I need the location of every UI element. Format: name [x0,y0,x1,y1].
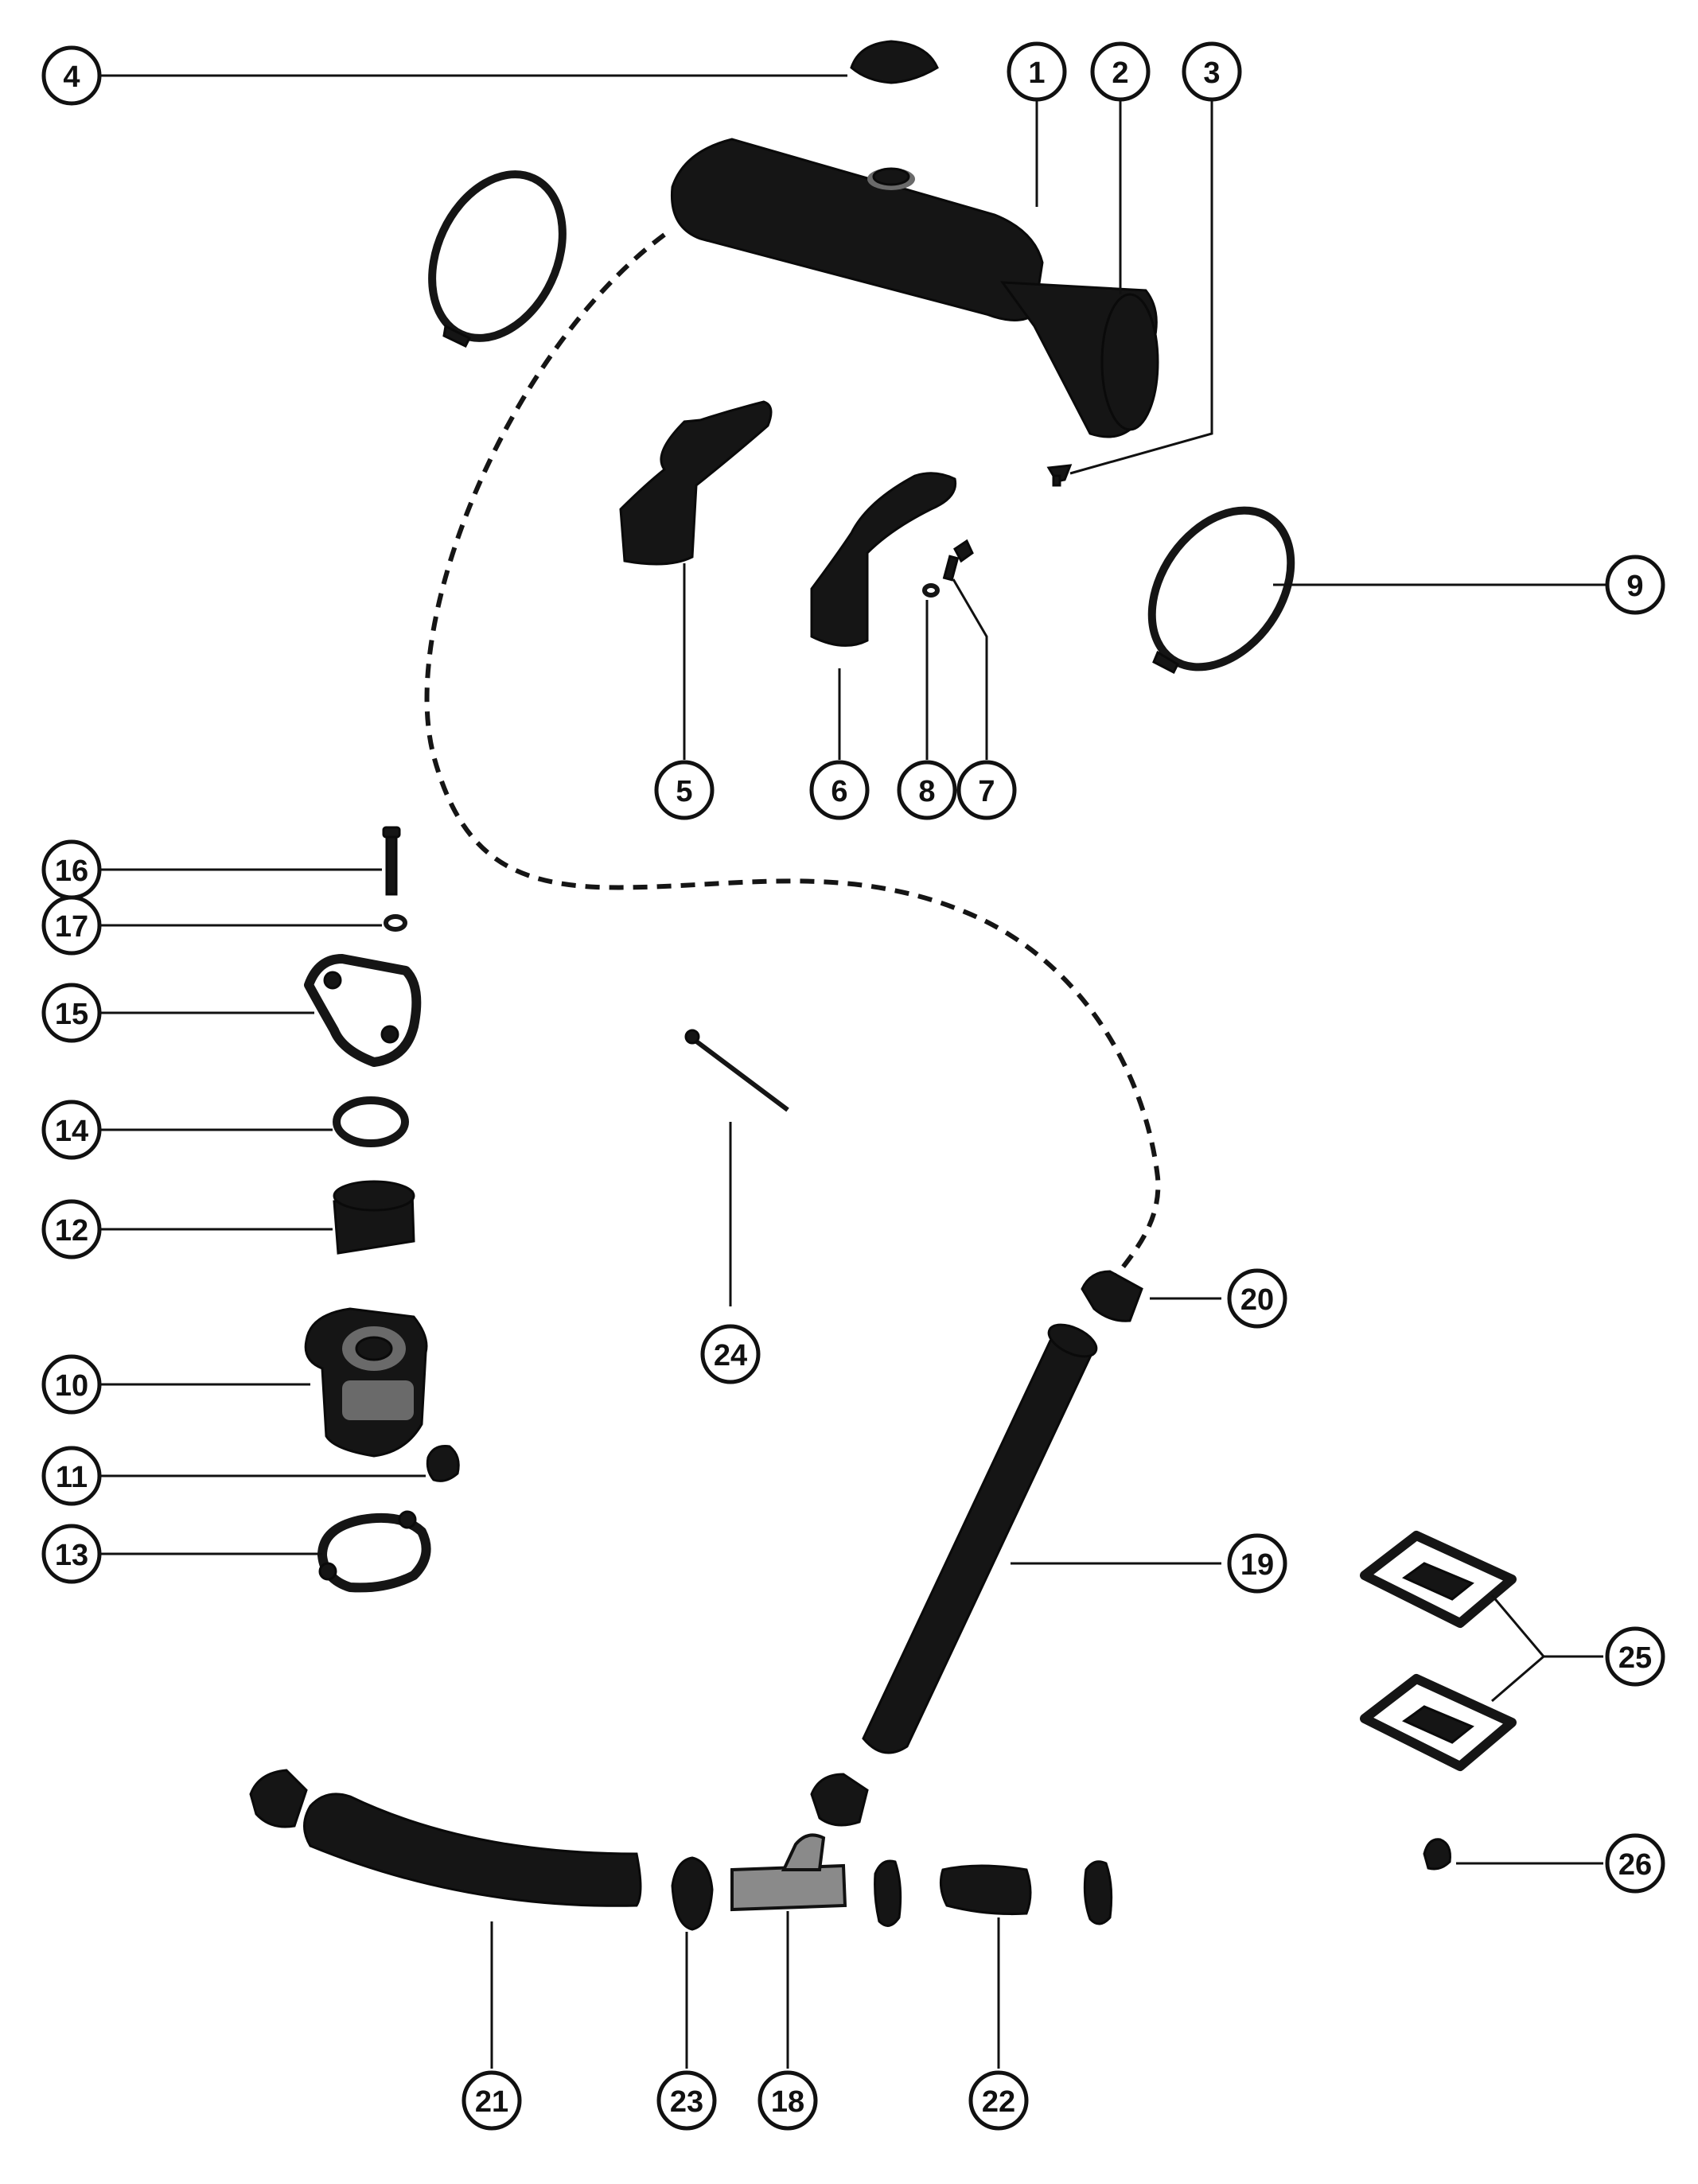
svg-text:19: 19 [1240,1548,1274,1582]
callout-15: 15 [41,983,102,1043]
hose-clamp-lower-mid [810,1773,869,1827]
callout-7: 7 [956,760,1017,820]
callout-14: 14 [41,1100,102,1160]
part-25-gaskets [1360,1531,1517,1771]
svg-text:25: 25 [1618,1641,1652,1675]
callout-21: 21 [461,2070,522,2131]
svg-text:13: 13 [55,1539,88,1572]
part-11-plug [426,1445,460,1482]
svg-text:14: 14 [55,1115,88,1148]
callout-24: 24 [700,1324,761,1384]
callout-8: 8 [897,760,957,820]
svg-text:16: 16 [55,855,88,888]
part-12-sleeve [333,1180,415,1255]
callout-23: 23 [656,2070,717,2131]
svg-text:21: 21 [475,2085,508,2119]
part-7-bolt [942,539,974,582]
svg-text:26: 26 [1618,1848,1652,1882]
part-21-hose [303,1793,642,1907]
hose-routing-dashed [424,232,1161,1291]
callout-22: 22 [968,2070,1029,2131]
callout-1: 1 [1007,41,1067,102]
svg-text:9: 9 [1626,570,1643,603]
part-16-bolt [382,826,401,896]
svg-text:24: 24 [714,1339,747,1372]
callout-16: 16 [41,839,102,900]
part-23-clamp [671,1856,714,1931]
svg-text:17: 17 [55,910,88,944]
part-22-hose [939,1864,1032,1916]
part-1-heat-exchanger [670,138,1044,321]
callout-17: 17 [41,895,102,956]
part-20-hose-end [1081,1270,1143,1322]
part-24-long-bolt [684,1029,789,1112]
callout-12: 12 [41,1199,102,1259]
part-5-bracket [619,400,773,566]
part-2-end-cap [999,281,1159,438]
svg-text:8: 8 [918,775,935,808]
svg-text:12: 12 [55,1214,88,1248]
svg-text:20: 20 [1240,1283,1274,1317]
callout-11: 11 [41,1446,102,1506]
part-17-washer [384,914,407,932]
part-4-cap [850,40,939,84]
callout-18: 18 [757,2070,818,2131]
callout-25: 25 [1605,1626,1665,1687]
part-10-housing [304,1307,428,1458]
svg-text:6: 6 [831,775,847,808]
svg-text:23: 23 [670,2085,703,2119]
leader-lines [100,74,1607,2069]
callout-3: 3 [1182,41,1242,102]
callout-4: 4 [41,45,102,106]
svg-text:18: 18 [771,2085,804,2119]
svg-text:22: 22 [982,2085,1015,2119]
part-3-screw [1046,464,1073,487]
svg-text:4: 4 [63,60,80,94]
hose-clamp-right-b [1083,1860,1113,1925]
part-14-o-ring [333,1096,409,1147]
svg-text:3: 3 [1203,56,1220,90]
svg-text:1: 1 [1028,56,1045,90]
svg-text:15: 15 [55,998,88,1031]
callout-13: 13 [41,1524,102,1584]
part-6-bracket [810,472,957,647]
part-18-tee-fitting [730,1833,847,1912]
part-19-hose [862,1323,1098,1754]
part-8-washer [922,583,940,598]
svg-text:11: 11 [56,1461,88,1494]
callout-20: 20 [1227,1268,1287,1329]
part-13-gasket [317,1510,431,1593]
part-9-hose-clamp [1147,506,1295,675]
hose-clamp-upper [428,170,567,348]
callout-2: 2 [1090,41,1151,102]
callout-10: 10 [41,1354,102,1415]
part-15-plate [304,954,422,1067]
callout-9: 9 [1605,555,1665,615]
callout-5: 5 [654,760,715,820]
svg-text:2: 2 [1112,56,1128,90]
hose-clamp-left [249,1769,308,1828]
hose-clamp-right-a [874,1859,902,1927]
svg-text:7: 7 [978,775,995,808]
callout-26: 26 [1605,1833,1665,1894]
svg-text:10: 10 [55,1369,88,1403]
part-26-plug [1423,1838,1451,1871]
svg-text:5: 5 [676,775,692,808]
callout-19: 19 [1227,1533,1287,1594]
callout-6: 6 [809,760,870,820]
